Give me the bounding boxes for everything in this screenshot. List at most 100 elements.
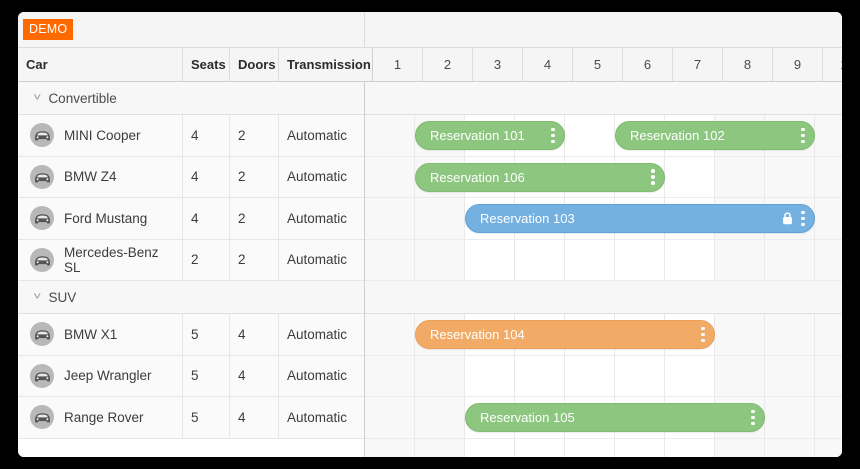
car-avatar-icon	[30, 164, 54, 189]
event-icons	[800, 127, 806, 145]
chevron-down-icon[interactable]: ˅	[33, 92, 42, 104]
kebab-menu-icon[interactable]	[750, 409, 756, 427]
event-label: Reservation 103	[480, 211, 575, 226]
timeline-tick-10[interactable]: 10	[823, 48, 842, 81]
cell-doors: 2	[230, 239, 279, 280]
event-bar[interactable]: Reservation 102	[615, 121, 815, 150]
event-icons	[750, 409, 756, 427]
kebab-menu-icon[interactable]	[550, 127, 556, 145]
timeline-tick-5[interactable]: 5	[573, 48, 623, 81]
car-name: Ford Mustang	[64, 210, 148, 226]
timeline-tick-9[interactable]: 9	[773, 48, 823, 81]
cell-seats: 5	[183, 314, 230, 355]
cell-seats: 5	[183, 355, 230, 396]
cell-doors: 2	[230, 156, 279, 197]
cell-car: BMW Z4	[18, 156, 183, 197]
timeline-group-row	[365, 281, 842, 314]
car-name: BMW X1	[64, 326, 118, 342]
cell-car: Ford Mustang	[18, 198, 183, 239]
car-name: Mercedes-Benz SL	[64, 244, 159, 275]
timeline-row[interactable]	[365, 157, 842, 198]
column-header-transmission[interactable]: Transmission	[279, 48, 373, 81]
chevron-down-icon[interactable]: ˅	[33, 291, 42, 303]
timeline-row[interactable]	[365, 356, 842, 397]
timeline-row[interactable]	[365, 314, 842, 356]
event-label: Reservation 106	[430, 169, 525, 185]
cell-transmission: Automatic	[287, 210, 348, 226]
column-header-seats[interactable]: Seats	[183, 48, 230, 81]
timeline-group-row	[365, 82, 842, 115]
table-row[interactable]: Jeep Wrangler 5 4 Automatic	[18, 355, 364, 397]
cell-car: Mercedes-Benz SL	[18, 239, 183, 280]
kebab-menu-icon[interactable]	[800, 210, 806, 228]
resource-grid: ˅Convertible MINI Cooper 4 2 Automatic B…	[18, 82, 365, 457]
event-bar[interactable]: Reservation 101	[415, 121, 565, 150]
timeline-row[interactable]	[365, 240, 842, 281]
group-header-convertible[interactable]: ˅Convertible	[18, 82, 364, 115]
cell-seats: 4	[183, 198, 230, 239]
timeline-column-1[interactable]	[365, 82, 415, 457]
timeline-row[interactable]	[365, 397, 842, 439]
car-avatar-icon	[30, 247, 54, 272]
car-avatar-icon	[30, 123, 54, 148]
timeline-row[interactable]	[365, 115, 842, 157]
car-avatar-icon	[30, 405, 54, 430]
car-name: Range Rover	[64, 409, 144, 425]
cell-transmission: Automatic	[287, 169, 348, 185]
event-icons	[782, 210, 806, 228]
cell-car: Jeep Wrangler	[18, 355, 183, 396]
event-label: Reservation 105	[480, 410, 575, 425]
timeline-tick-1[interactable]: 1	[373, 48, 423, 81]
event-label: Reservation 102	[630, 128, 725, 143]
kebab-menu-icon[interactable]	[700, 326, 706, 344]
table-row[interactable]: Mercedes-Benz SL 2 2 Automatic	[18, 239, 364, 281]
demo-badge: DEMO	[23, 18, 74, 41]
timeline-tick-4[interactable]: 4	[523, 48, 573, 81]
table-row[interactable]: Range Rover 5 4 Automatic	[18, 397, 364, 439]
car-name: BMW Z4	[64, 169, 117, 185]
event-bar[interactable]: Reservation 106	[415, 162, 665, 192]
kebab-menu-icon[interactable]	[800, 127, 806, 145]
cell-doors: 2	[230, 115, 279, 156]
timeline-column-10[interactable]	[815, 82, 842, 457]
table-row[interactable]: BMW X1 5 4 Automatic	[18, 314, 364, 356]
column-header-doors[interactable]: Doors	[230, 48, 279, 81]
cell-seats: 4	[183, 115, 230, 156]
event-bar[interactable]: Reservation 105	[465, 403, 765, 432]
event-icons	[550, 127, 556, 145]
group-header-suv[interactable]: ˅ SUV	[18, 281, 364, 314]
timeline-tick-2[interactable]: 2	[423, 48, 473, 81]
timeline-tick-7[interactable]: 7	[673, 48, 723, 81]
event-bar[interactable]: Reservation 104	[415, 320, 715, 349]
cell-seats: 5	[183, 397, 230, 438]
timeline-tick-8[interactable]: 8	[723, 48, 773, 81]
cell-car: BMW X1	[18, 314, 183, 355]
car-avatar-icon	[30, 322, 54, 347]
timeline-tick-6[interactable]: 6	[623, 48, 673, 81]
table-row[interactable]: MINI Cooper 4 2 Automatic	[18, 115, 364, 157]
toolbar-left: DEMO	[18, 12, 365, 47]
column-header-car[interactable]: Car	[18, 48, 183, 81]
cell-car: Range Rover	[18, 397, 183, 438]
timeline-row-background	[365, 82, 842, 457]
cell-transmission: Automatic	[287, 326, 348, 342]
timeline-row[interactable]	[365, 198, 842, 240]
cell-doors: 4	[230, 355, 279, 396]
car-avatar-icon	[30, 363, 54, 388]
table-row[interactable]: BMW Z4 4 2 Automatic	[18, 156, 364, 198]
timeline-tick-3[interactable]: 3	[473, 48, 523, 81]
cell-transmission: Automatic	[287, 409, 348, 425]
event-bar[interactable]: Reservation 103	[465, 204, 815, 233]
event-label: Reservation 101	[430, 128, 525, 143]
table-row[interactable]: Ford Mustang 4 2 Automatic	[18, 198, 364, 240]
timeline-column-5[interactable]	[565, 82, 615, 457]
group-label: SUV	[48, 289, 77, 305]
timeline-area[interactable]: Reservation 101 Reservation 102 Reservat…	[365, 82, 842, 457]
kebab-menu-icon[interactable]	[650, 168, 656, 186]
car-name: Jeep Wrangler	[64, 368, 152, 384]
cell-doors: 4	[230, 397, 279, 438]
toolbar-right	[365, 12, 842, 47]
cell-car: MINI Cooper	[18, 115, 183, 156]
